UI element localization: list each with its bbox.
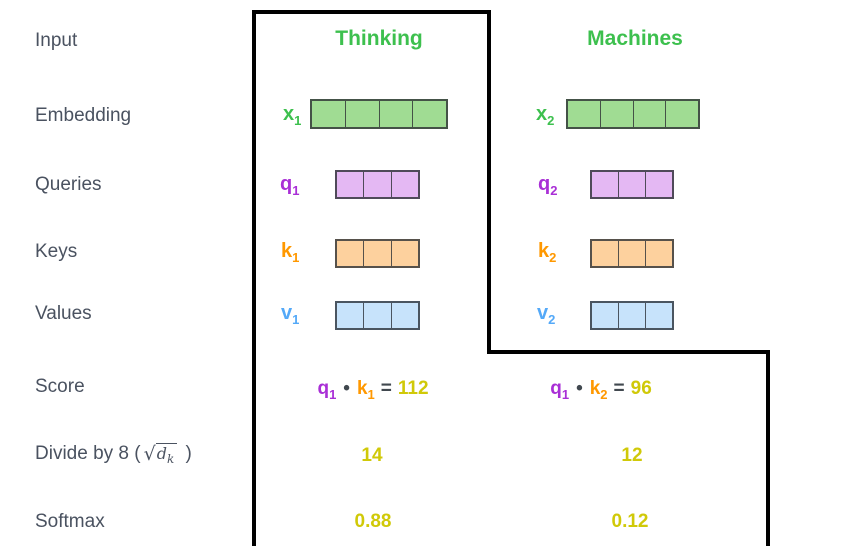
vector-cell <box>312 101 345 127</box>
divided-value-machines: 12 <box>621 445 643 466</box>
value-label-v2: v2 <box>537 302 556 327</box>
vector-cell <box>390 172 418 197</box>
value-vector-v2 <box>590 301 674 330</box>
key-label-k2: k2 <box>538 240 557 265</box>
vector-cell <box>645 241 672 266</box>
vector-cell <box>645 303 672 328</box>
embedding-label-x1: x1 <box>283 103 302 128</box>
key-vector-k1 <box>335 239 420 268</box>
value-label-v1: v1 <box>281 302 300 327</box>
score-value-machines: 96 <box>630 378 652 399</box>
embedding-vector-x1 <box>310 99 448 129</box>
vector-cell <box>618 303 645 328</box>
query-label-q2: q2 <box>538 173 558 198</box>
vector-cell <box>592 172 618 197</box>
vector-cell <box>412 101 446 127</box>
query-vector-q2 <box>590 170 674 199</box>
vector-cell <box>665 101 698 127</box>
vector-cell <box>592 241 618 266</box>
column-header-machines: Machines <box>587 27 683 50</box>
column-header-thinking: Thinking <box>335 27 423 50</box>
radical-sign: √ <box>143 443 156 465</box>
vector-cell <box>363 172 390 197</box>
vector-cell <box>390 241 418 266</box>
vector-cell <box>390 303 418 328</box>
row-label-input: Input <box>35 30 78 51</box>
row-label-keys: Keys <box>35 241 78 262</box>
softmax-value-machines: 0.12 <box>611 511 649 532</box>
key-vector-k2 <box>590 239 674 268</box>
embedding-vector-x2 <box>566 99 700 129</box>
query-label-q1: q1 <box>280 173 300 198</box>
value-vector-v1 <box>335 301 420 330</box>
dot-operator: • <box>576 378 583 399</box>
vector-cell <box>363 241 390 266</box>
vector-cell <box>599 101 633 127</box>
vector-cell <box>344 101 379 127</box>
softmax-value-thinking: 0.88 <box>354 511 392 532</box>
equals-sign: = <box>613 378 625 399</box>
embedding-label-x2: x2 <box>536 103 555 128</box>
vector-cell <box>378 101 413 127</box>
vector-cell <box>592 303 618 328</box>
vector-cell <box>618 172 645 197</box>
divide-label-suffix: ) <box>185 443 192 464</box>
dot-operator: • <box>343 378 350 399</box>
row-label-score: Score <box>35 376 85 397</box>
row-label-divide: Divide by 8 (√dk ) <box>35 441 192 466</box>
radicand-dk: dk <box>155 443 178 465</box>
score-expression-thinking: q1•k1=112 <box>317 378 429 402</box>
row-label-queries: Queries <box>35 174 102 195</box>
row-label-values: Values <box>35 303 92 324</box>
vector-cell <box>618 241 645 266</box>
vector-cell <box>645 172 672 197</box>
vector-cell <box>632 101 666 127</box>
vector-cell <box>337 172 363 197</box>
query-vector-q1 <box>335 170 420 199</box>
score-expression-machines: q1•k2=96 <box>550 378 652 402</box>
sqrt-dk-expression: √dk <box>144 441 178 466</box>
row-label-softmax: Softmax <box>35 511 105 532</box>
equals-sign: = <box>380 378 392 399</box>
key-label-k1: k1 <box>281 240 300 265</box>
vector-cell <box>568 101 600 127</box>
step-border-path <box>252 10 770 546</box>
vector-cell <box>337 303 363 328</box>
divide-label-prefix: Divide by 8 ( <box>35 443 141 464</box>
vector-cell <box>337 241 363 266</box>
score-value-thinking: 112 <box>397 378 429 399</box>
vector-cell <box>363 303 390 328</box>
divided-value-thinking: 14 <box>361 445 383 466</box>
row-label-embedding: Embedding <box>35 105 132 126</box>
